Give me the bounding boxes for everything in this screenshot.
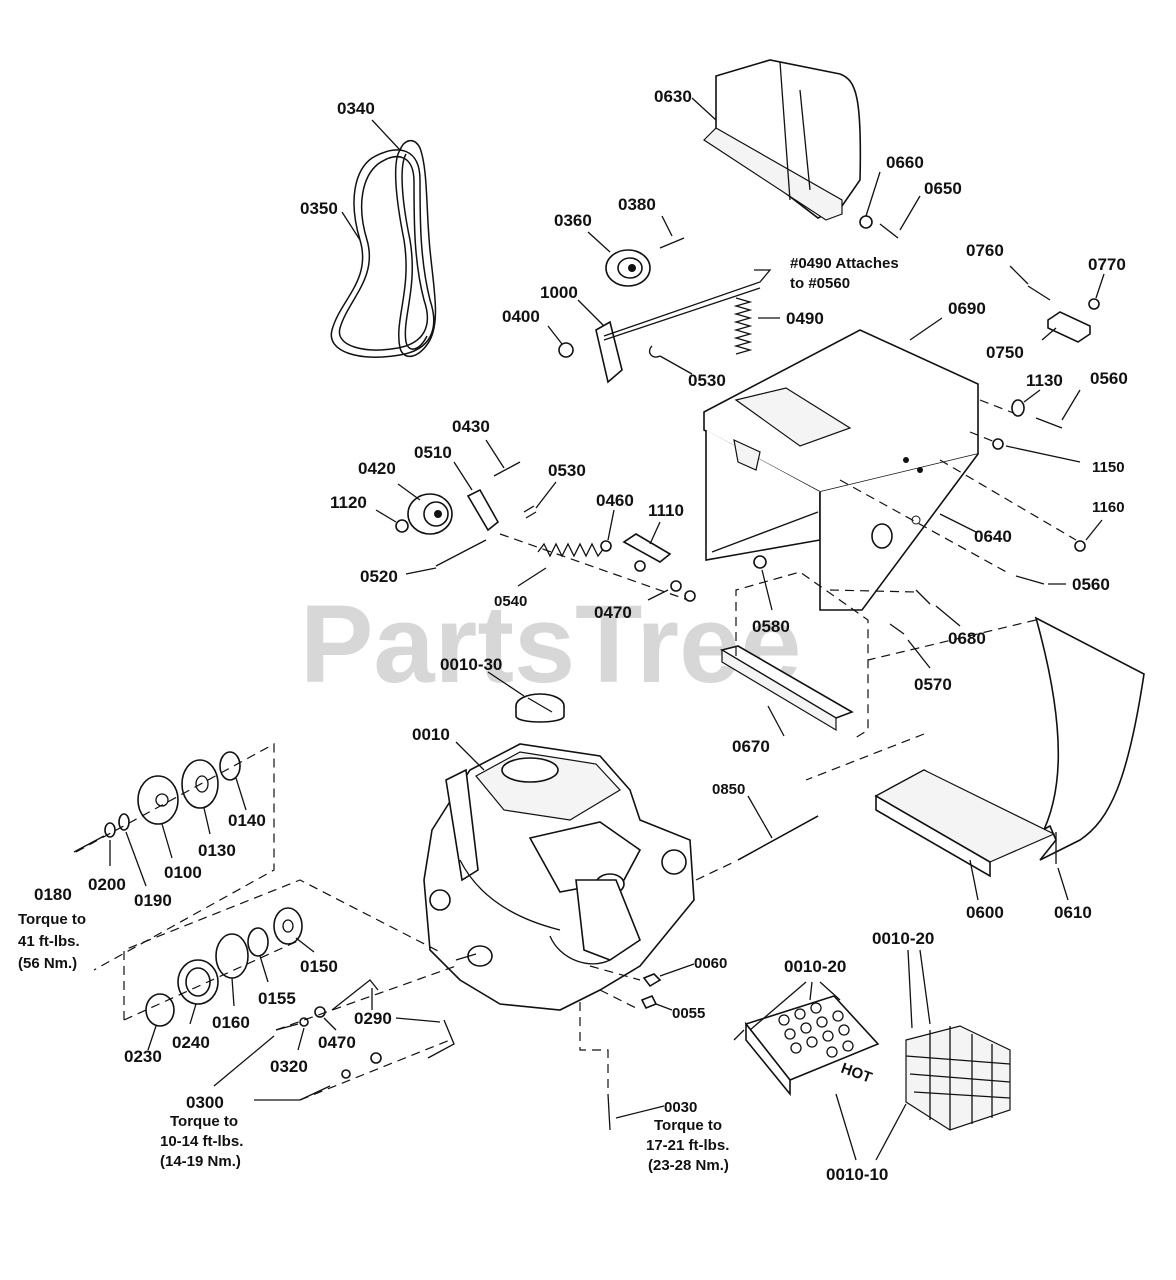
watermark: PartsTree [300, 583, 801, 706]
note-torque10-1: Torque to [170, 1113, 238, 1130]
spring-0540 [537, 542, 605, 558]
fuel-cap-0010-30 [515, 693, 565, 723]
label-0560-upper: 0560 [1090, 369, 1128, 388]
note-torque17-3: (23-28 Nm.) [648, 1157, 729, 1174]
note-torque41-1: Torque to [18, 911, 86, 928]
label-0010-10: 0010-10 [826, 1165, 888, 1184]
note-torque17-2: 17-21 ft-lbs. [646, 1137, 729, 1154]
label-0190: 0190 [134, 891, 172, 910]
label-0470-upper: 0470 [594, 603, 632, 622]
label-1150: 1150 [1092, 459, 1125, 476]
label-0380: 0380 [618, 195, 656, 214]
note-torque10-2: 10-14 ft-lbs. [160, 1133, 243, 1150]
muffler-guard: HOT [744, 995, 880, 1097]
label-1160: 1160 [1092, 499, 1125, 516]
label-0155: 0155 [258, 989, 296, 1008]
label-0300: 0300 [186, 1093, 224, 1112]
note-attach-2: to #0560 [790, 275, 850, 292]
label-0490: 0490 [786, 309, 824, 328]
label-0660: 0660 [886, 153, 924, 172]
label-0570: 0570 [914, 675, 952, 694]
belt-0340-0350 [330, 139, 437, 358]
label-0010-20-right: 0010-20 [872, 929, 934, 948]
note-torque41-2: 41 ft-lbs. [18, 933, 80, 950]
label-0640: 0640 [974, 527, 1012, 546]
belt-cover-0630 [703, 59, 862, 221]
idler-pulley-0360 [605, 249, 651, 287]
label-0160: 0160 [212, 1013, 250, 1032]
label-0760: 0760 [966, 241, 1004, 260]
label-0510: 0510 [414, 443, 452, 462]
label-0420: 0420 [358, 459, 396, 478]
label-1000: 1000 [540, 283, 578, 302]
rail-0670 [719, 645, 854, 732]
label-0010-30: 0010-30 [440, 655, 502, 674]
pulley-0420 [407, 493, 453, 535]
label-1120: 1120 [330, 493, 367, 512]
label-0180: 0180 [34, 885, 72, 904]
label-0060: 0060 [694, 955, 727, 972]
label-1130: 1130 [1026, 371, 1063, 390]
idler-arm-1000 [595, 269, 772, 384]
label-0360: 0360 [554, 211, 592, 230]
guard-hot-text: HOT [839, 1060, 875, 1087]
label-0290: 0290 [354, 1009, 392, 1028]
label-0100: 0100 [164, 863, 202, 882]
label-0320: 0320 [270, 1057, 308, 1076]
label-0530-lower: 0530 [548, 461, 586, 480]
note-torque17-1: Torque to [654, 1117, 722, 1134]
label-0770: 0770 [1088, 255, 1126, 274]
label-0340: 0340 [337, 99, 375, 118]
label-0540: 0540 [494, 593, 527, 610]
label-0670: 0670 [732, 737, 770, 756]
label-0010: 0010 [412, 725, 450, 744]
label-0200: 0200 [88, 875, 126, 894]
label-0010-20-left: 0010-20 [784, 957, 846, 976]
label-0560-lower: 0560 [1072, 575, 1110, 594]
label-0610: 0610 [1054, 903, 1092, 922]
label-0750: 0750 [986, 343, 1024, 362]
label-1110: 1110 [648, 501, 684, 520]
label-0470-lower: 0470 [318, 1033, 356, 1052]
note-torque10-3: (14-19 Nm.) [160, 1153, 241, 1170]
label-0130: 0130 [198, 841, 236, 860]
label-0055: 0055 [672, 1005, 705, 1022]
label-0430: 0430 [452, 417, 490, 436]
label-0460: 0460 [596, 491, 634, 510]
engine-0010 [423, 743, 695, 1011]
spring-0490 [733, 297, 753, 355]
note-torque41-3: (56 Nm.) [18, 955, 77, 972]
label-0690: 0690 [948, 299, 986, 318]
label-0230: 0230 [124, 1047, 162, 1066]
label-0240: 0240 [172, 1033, 210, 1052]
wire-guard [905, 1025, 1011, 1131]
label-0350: 0350 [300, 199, 338, 218]
label-0580: 0580 [752, 617, 790, 636]
label-0150: 0150 [300, 957, 338, 976]
label-0530-upper: 0530 [688, 371, 726, 390]
label-0400: 0400 [502, 307, 540, 326]
label-0630: 0630 [654, 87, 692, 106]
label-0680: 0680 [948, 629, 986, 648]
label-0600: 0600 [966, 903, 1004, 922]
shield-0600 [874, 616, 1145, 878]
note-attach-1: #0490 Attaches [790, 255, 899, 272]
bracket-0750 [1027, 285, 1100, 343]
label-0650: 0650 [924, 179, 962, 198]
label-0140: 0140 [228, 811, 266, 830]
frame-0690 [703, 329, 979, 611]
label-0520: 0520 [360, 567, 398, 586]
label-0030: 0030 [664, 1099, 697, 1116]
label-0850: 0850 [712, 781, 745, 798]
